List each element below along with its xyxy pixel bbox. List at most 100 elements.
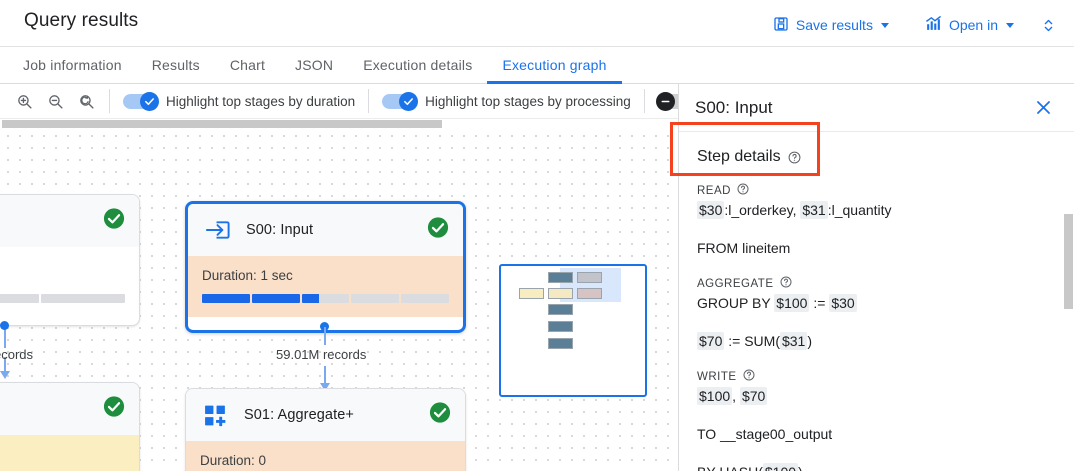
detail-label-write: WRITE	[697, 369, 1056, 384]
node-body	[0, 435, 139, 471]
graph-node-partial-top[interactable]	[0, 194, 140, 326]
graph-edge-arrow	[0, 371, 10, 379]
minimap-node	[548, 288, 573, 299]
canvas-horizontal-scrollbar[interactable]	[0, 119, 676, 128]
status-success-icon	[103, 396, 125, 423]
detail-value-sum: $70 := SUM($31)	[697, 332, 813, 350]
help-circle-icon[interactable]	[788, 151, 801, 164]
node-progress-bar	[0, 294, 126, 303]
graph-edge-left	[4, 357, 6, 377]
help-circle-icon[interactable]	[737, 183, 749, 198]
step-details-heading: Step details	[697, 148, 1056, 166]
graph-edge-arrow	[319, 383, 330, 391]
close-icon[interactable]	[1032, 97, 1054, 119]
tab-execution-graph[interactable]: Execution graph	[487, 47, 622, 84]
status-success-icon	[103, 208, 125, 235]
page-title: Query results	[24, 10, 139, 31]
tab-job-information[interactable]: Job information	[23, 57, 122, 73]
detail-value-from: FROM lineitem	[697, 240, 791, 256]
node-header: S01: Aggregate+	[186, 389, 465, 441]
graph-edge-vertical	[323, 366, 326, 388]
open-in-label: Open in	[948, 17, 998, 33]
save-disk-icon	[773, 16, 789, 35]
panel-body: Step details READ $30:l_orderkey	[679, 132, 1074, 471]
graph-edge-left	[4, 324, 6, 348]
zoom-controls	[0, 91, 96, 111]
input-arrow-icon	[202, 215, 232, 245]
label-text: WRITE	[697, 370, 737, 383]
detail-label-aggregate: AGGREGATE	[697, 276, 1056, 291]
tab-results[interactable]: Results	[151, 57, 200, 73]
aggregate-plus-icon	[200, 400, 230, 430]
check-icon	[399, 91, 419, 111]
tab-chart[interactable]: Chart	[229, 57, 266, 73]
graph-edge-dot	[0, 321, 9, 330]
graph-edge-label-left: ecords	[0, 347, 34, 362]
label-text: AGGREGATE	[697, 277, 774, 290]
graph-node-s00[interactable]: S00: Input Duration: 1 sec	[185, 201, 466, 333]
graph-edge-dot	[320, 322, 329, 331]
zoom-reset-icon[interactable]	[76, 91, 96, 111]
progress-segment	[351, 294, 400, 303]
toggle-switch-processing[interactable]	[382, 91, 419, 111]
minus-icon	[655, 91, 675, 111]
progress-segment	[401, 294, 449, 303]
progress-segment	[0, 294, 40, 303]
chevron-down-icon	[880, 22, 889, 28]
detail-value-to: TO __stage00_output	[697, 426, 833, 442]
open-in-button[interactable]: Open in	[915, 11, 1024, 39]
toggle-highlight-processing[interactable]: Highlight top stages by processing	[382, 91, 631, 111]
step-details-panel: S00: Input Step details READ	[678, 84, 1074, 471]
node-header	[0, 383, 139, 435]
panel-header: S00: Input	[679, 84, 1074, 132]
toggle-label-processing: Highlight top stages by processing	[425, 93, 631, 109]
node-title: S00: Input	[246, 222, 314, 238]
toggle-label-duration: Highlight top stages by duration	[166, 93, 356, 109]
node-body: Duration: 1 sec	[188, 256, 463, 317]
node-body	[0, 247, 139, 317]
graph-minimap[interactable]	[499, 264, 647, 397]
graph-node-s01[interactable]: S01: Aggregate+ Duration: 0	[185, 388, 466, 471]
node-duration-label: Duration: 1 sec	[202, 268, 293, 283]
minimap-node	[548, 338, 573, 349]
app-header: Query results Save results	[0, 0, 1074, 47]
tab-json[interactable]: JSON	[295, 57, 334, 73]
toolbar-divider	[643, 89, 645, 113]
node-header	[0, 195, 139, 247]
minimap-node	[548, 321, 573, 332]
progress-segment	[251, 294, 300, 303]
detail-value-by-hash: BY HASH($100)	[697, 462, 1056, 471]
help-circle-icon[interactable]	[743, 369, 755, 384]
toggle-switch-duration[interactable]	[123, 91, 159, 111]
toggle-highlight-duration[interactable]: Highlight top stages by duration	[123, 91, 356, 111]
node-progress-bar	[202, 294, 449, 303]
graph-node-partial-bottom[interactable]	[0, 382, 140, 471]
minimap-node	[577, 288, 602, 299]
minimap-node	[519, 288, 544, 299]
detail-label-read: READ	[697, 183, 1056, 198]
detail-value-aggregate: GROUP BY $100 := $30	[697, 294, 857, 312]
node-title: S01: Aggregate+	[244, 407, 354, 423]
zoom-out-icon[interactable]	[45, 91, 65, 111]
zoom-in-icon[interactable]	[14, 91, 34, 111]
panel-scrollbar-thumb[interactable]	[1064, 214, 1073, 309]
progress-segment	[202, 294, 250, 303]
tab-bar: Job information Results Chart JSON Execu…	[0, 47, 1074, 84]
progress-segment	[41, 294, 126, 303]
header-actions: Save results Open in	[763, 9, 1064, 41]
chevron-down-icon	[1006, 22, 1014, 28]
execution-graph-canvas[interactable]: ecords S00: Input Duration: 1 sec	[0, 119, 676, 471]
toolbar-divider	[109, 89, 110, 113]
help-circle-icon[interactable]	[780, 276, 792, 291]
node-duration-label: Duration: 0	[200, 453, 267, 468]
status-success-icon	[427, 217, 449, 244]
tab-execution-details[interactable]: Execution details	[363, 57, 473, 73]
node-header: S00: Input	[188, 204, 463, 256]
check-icon	[140, 91, 159, 111]
expand-collapse-button[interactable]	[1032, 9, 1064, 41]
step-details-label: Step details	[697, 148, 781, 165]
chart-bars-icon	[925, 15, 942, 35]
scrollbar-thumb[interactable]	[2, 120, 442, 128]
detail-value-read: $30:l_orderkey, $31:l_quantity	[697, 201, 892, 219]
save-results-button[interactable]: Save results	[763, 12, 899, 39]
